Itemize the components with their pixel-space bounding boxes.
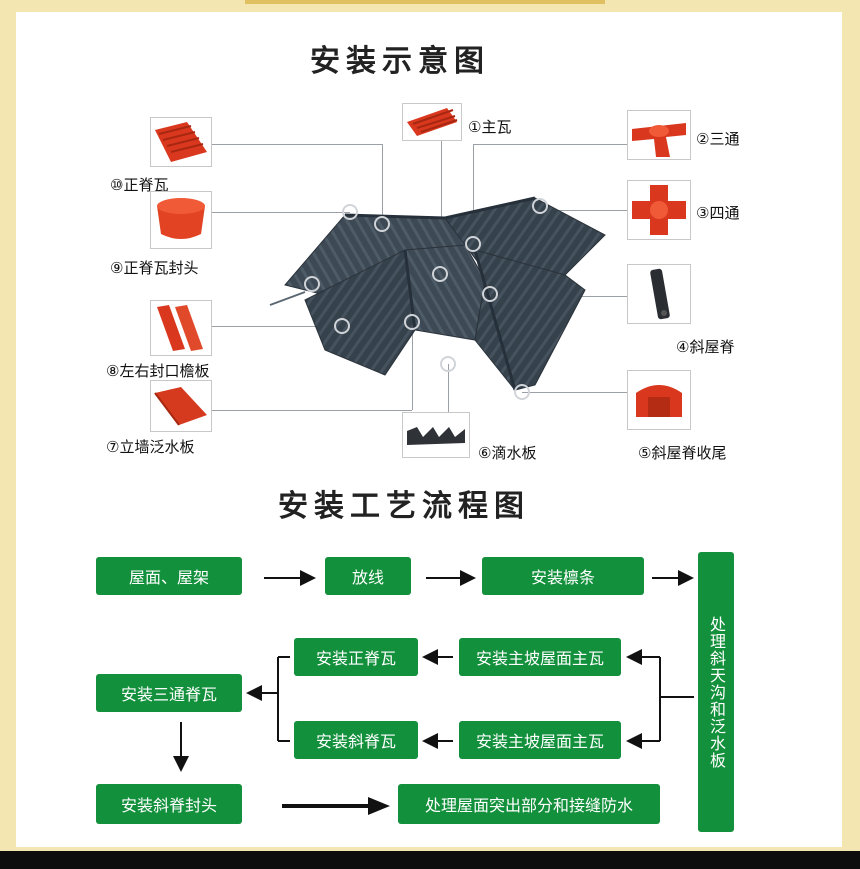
- label-ridge-cap: ⑨正脊瓦封头: [110, 259, 199, 277]
- wall-flashing-thumbnail: [150, 380, 212, 432]
- step-main-tiles-lower: 安装主坡屋面主瓦: [459, 721, 621, 759]
- flow-connectors: [173, 570, 694, 815]
- connector: [522, 392, 628, 393]
- label-main-tile: ①主瓦: [468, 118, 512, 136]
- callout-marker: [342, 204, 358, 220]
- label-ridge-tile: ⑩正脊瓦: [110, 176, 169, 194]
- connector: [412, 324, 413, 410]
- label-cross-fitting: ③四通: [696, 204, 740, 222]
- step-roof-frame: 屋面、屋架: [96, 557, 242, 595]
- eave-board-thumbnail: [150, 300, 212, 356]
- step-hip-tile: 安装斜脊瓦: [294, 721, 418, 759]
- callout-marker: [465, 236, 481, 252]
- callout-marker: [440, 356, 456, 372]
- hip-end-cap-thumbnail: [627, 370, 691, 430]
- connector: [382, 144, 383, 224]
- connector: [542, 210, 628, 211]
- connector: [441, 138, 442, 274]
- step-hip-cap: 安装斜脊封头: [96, 784, 242, 824]
- label-drip-edge: ⑥滴水板: [478, 444, 537, 462]
- callout-marker: [432, 266, 448, 282]
- connector: [473, 144, 628, 145]
- cross-fitting-thumbnail: [627, 180, 691, 240]
- label-hip-end-cap: ⑤斜屋脊收尾: [638, 444, 727, 462]
- connector: [210, 326, 342, 327]
- step-install-purlins: 安装檩条: [482, 557, 644, 595]
- main-tile-thumbnail: [402, 103, 462, 141]
- label-wall-flashing: ⑦立墙泛水板: [106, 438, 195, 456]
- callout-marker: [514, 384, 530, 400]
- label-eave-board: ⑧左右封口檐板: [106, 362, 210, 380]
- ridge-cap-thumbnail: [150, 191, 212, 249]
- step-ridge-tile: 安装正脊瓦: [294, 638, 418, 676]
- label-hip-ridge: ④斜屋脊: [676, 338, 735, 356]
- hip-ridge-thumbnail: [627, 264, 691, 324]
- roof-illustration: [269, 196, 606, 391]
- callout-marker: [482, 286, 498, 302]
- connector: [210, 144, 382, 145]
- step-final-waterproofing: 处理屋面突出部分和接缝防水: [398, 784, 660, 824]
- drip-edge-thumbnail: [402, 412, 470, 458]
- step-tee-ridge: 安装三通脊瓦: [96, 674, 242, 712]
- callout-marker: [334, 318, 350, 334]
- callout-marker: [374, 216, 390, 232]
- connector: [210, 212, 350, 213]
- connector: [210, 410, 412, 411]
- step-layout-lines: 放线: [325, 557, 411, 595]
- step-main-tiles-upper: 安装主坡屋面主瓦: [459, 638, 621, 676]
- diagram-title: 安装示意图: [310, 44, 490, 79]
- connector: [448, 364, 449, 412]
- callout-marker: [304, 276, 320, 292]
- ridge-tile-thumbnail: [150, 117, 212, 167]
- callout-marker: [404, 314, 420, 330]
- step-valley-flashing: 处理斜天沟和泛水板: [698, 552, 734, 832]
- flow-title: 安装工艺流程图: [278, 489, 530, 524]
- bottom-band: [0, 851, 860, 869]
- connector: [473, 144, 474, 244]
- top-accent-bar: [245, 0, 605, 4]
- tee-fitting-thumbnail: [627, 110, 691, 160]
- label-tee-fitting: ②三通: [696, 130, 740, 148]
- callout-marker: [532, 198, 548, 214]
